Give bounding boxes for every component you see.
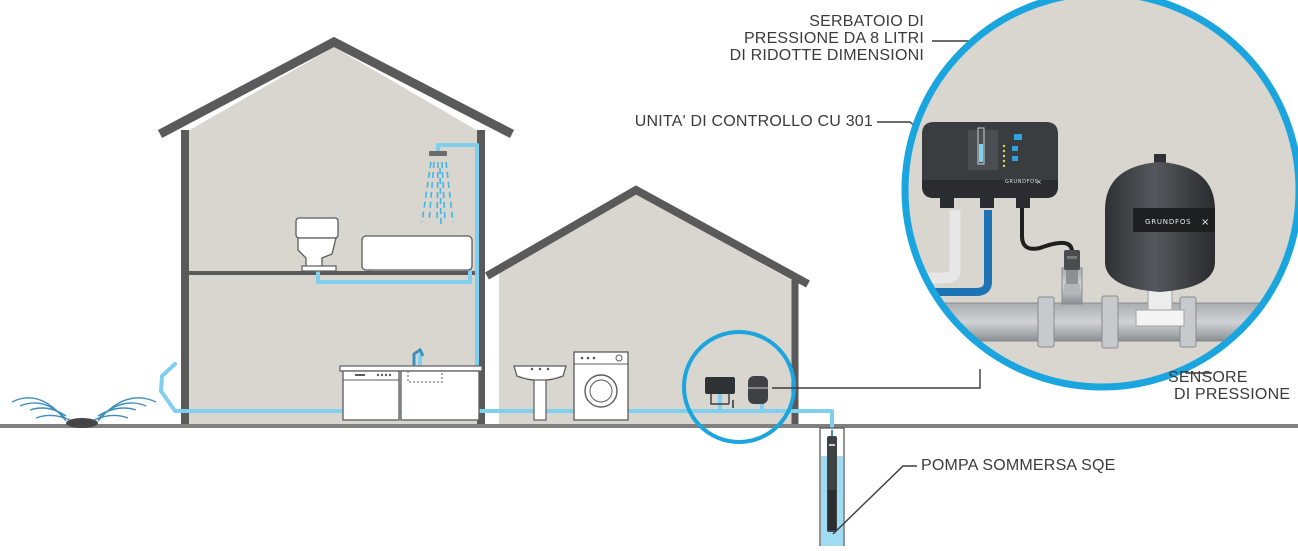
toilet [295,217,339,272]
label-pressure-tank: SERBATOIO DI PRESSIONE DA 8 LITRI DI RID… [660,13,924,64]
highlight-circle [682,330,796,444]
well [819,427,845,547]
label-tank-line2: PRESSIONE DA 8 LITRI [743,30,924,47]
svg-text:×: × [1201,217,1209,228]
pedestal-sink [513,365,567,421]
control-unit-small [705,377,735,394]
leader-pump [832,465,917,535]
tank-brand-text: GRUNDFOS [1145,218,1191,226]
pipe-joint-left [1037,296,1055,348]
label-sensor-line2: DI PRESSIONE [1174,386,1291,403]
dishwasher [342,370,400,421]
sensor-cable [1020,206,1074,253]
kitchen-tap [412,347,425,366]
zoom-ring [901,0,1298,391]
label-control-unit: UNITA' DI CONTROLLO CU 301 [634,113,873,130]
tank-small [748,376,768,404]
label-submersible-pump: POMPA SOMMERSA SQE [921,457,1116,474]
garage-roof [485,185,810,288]
control-unit-cu301: GRUNDFOS × [922,122,1058,208]
svg-text:×: × [1036,178,1042,186]
label-tank-line1: SERBATOIO DI [809,13,924,30]
washing-machine [573,351,629,421]
zoom-detail: GRUNDFOS × GR [901,0,1298,391]
kitchen [339,347,483,421]
label-sensor-line1: SENSORE [1168,369,1248,386]
garage-building [485,185,810,426]
shower [421,151,454,229]
label-pressure-sensor: SENSORE DI PRESSIONE [1168,369,1296,403]
garage-equipment [705,376,768,408]
pipe-joint-center [1101,295,1119,349]
main-house-roof [157,36,515,138]
sprinklers [11,397,157,428]
sink-basin [407,370,443,383]
control-unit-brand: GRUNDFOS [1005,179,1038,185]
leader-zoom [772,369,981,389]
tank-brand-panel [1133,208,1215,232]
pressure-tank: GRUNDFOS × [1105,154,1215,292]
sprinkler-head [66,418,98,428]
bathtub [361,235,473,274]
shower-spray [421,161,454,229]
pressure-sensor [1064,250,1080,294]
kitchen-cabinet [400,370,480,421]
label-tank-line3: DI RIDOTTE DIMENSIONI [729,47,924,64]
